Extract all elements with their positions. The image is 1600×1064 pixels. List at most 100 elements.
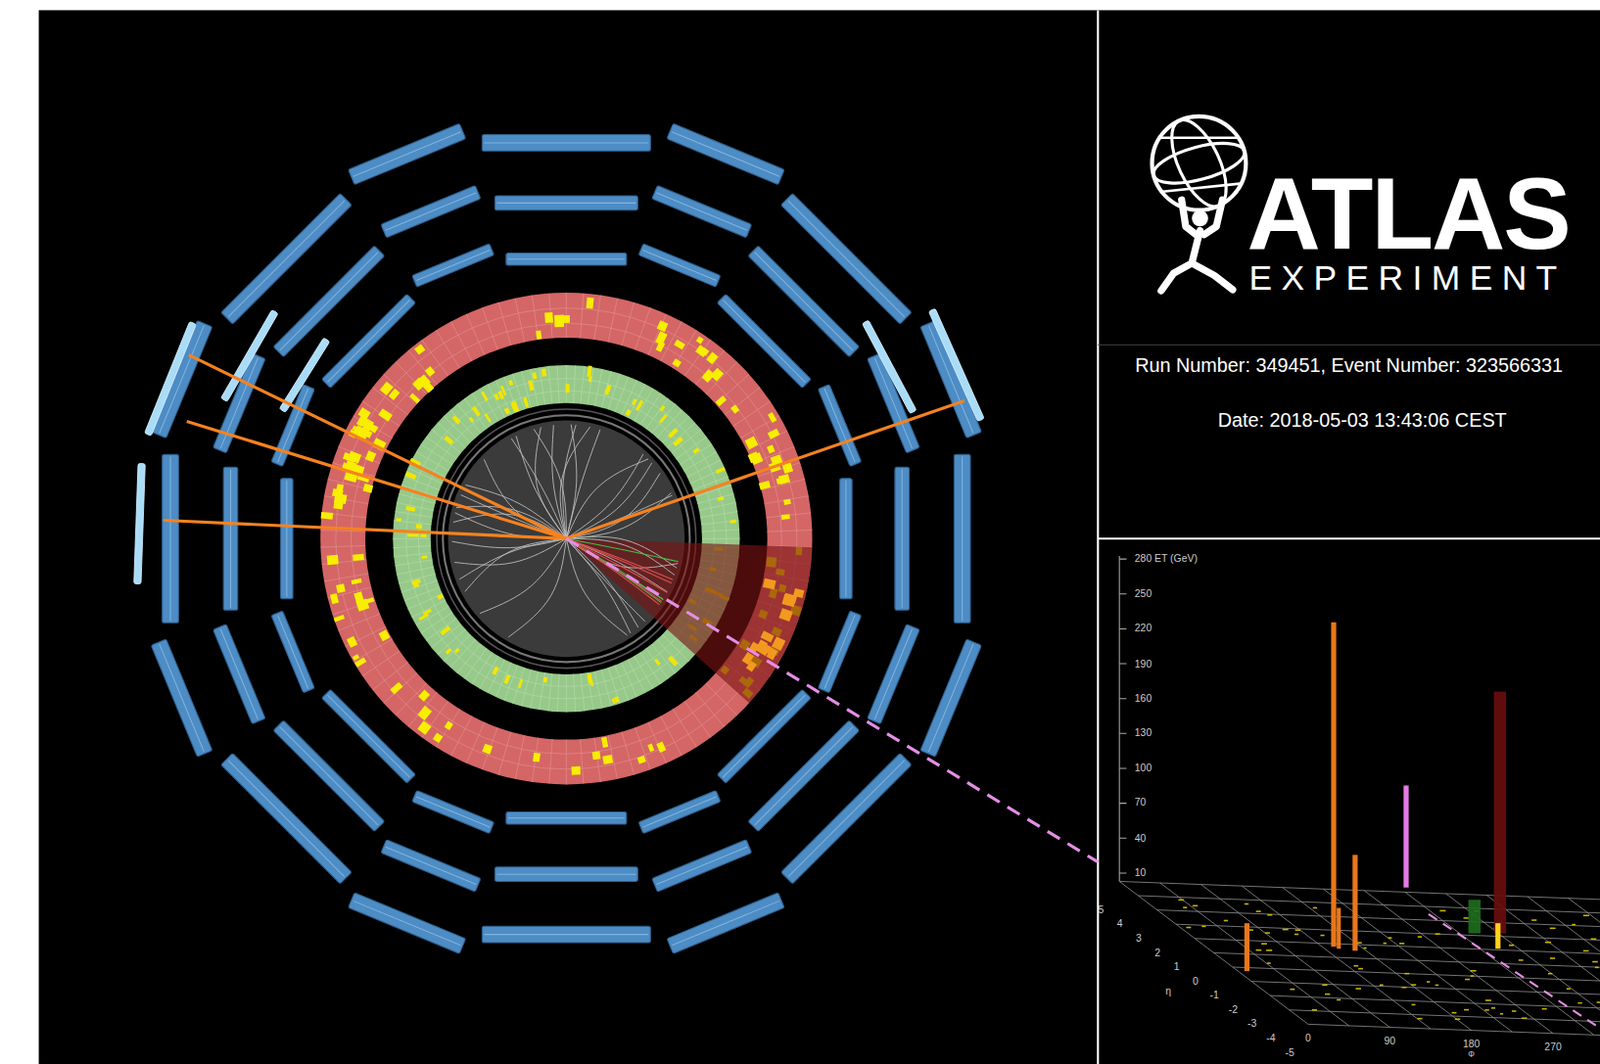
logo-figure xyxy=(1191,263,1233,290)
energy-cell xyxy=(631,398,638,406)
run-info: Run Number: 349451, Event Number: 323566… xyxy=(1134,355,1563,376)
floor-deposit xyxy=(1379,985,1384,988)
floor-deposit xyxy=(1282,929,1289,932)
energy-cell xyxy=(379,381,394,396)
muon-chamber-layer xyxy=(671,132,780,177)
energy-cell xyxy=(766,444,776,454)
muon-chamber-body xyxy=(412,243,495,287)
calorimeter-grid xyxy=(608,667,620,705)
energy-cell xyxy=(439,625,451,636)
muon-chamber xyxy=(223,467,238,611)
muon-chamber-body xyxy=(221,753,352,885)
energy-cell xyxy=(484,413,492,423)
energy-cell xyxy=(377,408,393,423)
floor-deposit xyxy=(1470,970,1477,973)
phi-tick-label: 270 xyxy=(1544,1042,1561,1053)
jet-line xyxy=(163,520,567,540)
calorimeter-grid xyxy=(608,298,618,343)
calorimeter-grid xyxy=(504,665,518,702)
floor-deposit xyxy=(1542,1008,1548,1011)
calorimeter-grid xyxy=(580,673,585,711)
calorimeter-grid xyxy=(684,339,711,377)
floor-deposit xyxy=(1591,938,1598,941)
calorimeter-grid xyxy=(515,735,525,780)
logo-figure xyxy=(1191,231,1200,264)
muon-chamber xyxy=(506,252,627,266)
calorimeter-grid xyxy=(580,366,585,404)
energy-cell xyxy=(417,705,432,721)
track xyxy=(516,435,566,539)
energy-cell xyxy=(592,751,602,760)
axis-tick-label: 10 xyxy=(1134,868,1147,879)
energy-cell xyxy=(444,720,454,731)
energy-cell xyxy=(586,673,593,685)
calorimeter-grid xyxy=(767,530,813,533)
track xyxy=(565,472,660,539)
calorimeter-grid xyxy=(594,738,601,783)
muon-chamber-layer xyxy=(754,727,853,826)
energy-cell xyxy=(471,406,481,418)
calorimeter-grid xyxy=(683,452,716,471)
energy-cell xyxy=(730,404,740,414)
calorimeter-grid xyxy=(601,371,612,408)
floor-deposit xyxy=(1267,962,1271,965)
muon-chamber-layer xyxy=(788,200,905,318)
lego-plot xyxy=(1119,556,1600,1044)
event-date: Date: 2018-05-03 13:43:06 CEST xyxy=(1218,410,1507,430)
muon-chamber-layer xyxy=(824,388,855,463)
calorimeter-grid xyxy=(464,648,487,679)
muon-chamber-body xyxy=(150,639,212,757)
muon-chamber xyxy=(666,893,785,954)
energy-cell xyxy=(586,297,595,310)
track xyxy=(459,538,566,579)
muon-chamber-layer xyxy=(228,200,345,318)
calorimeter-grid xyxy=(702,538,741,540)
floor-deposit xyxy=(1463,917,1469,920)
energy-cell xyxy=(783,593,798,605)
energy-cell xyxy=(327,555,339,566)
floor-grid xyxy=(1446,894,1600,1037)
muon-chamber-body xyxy=(817,611,861,694)
eta-tick-label: 3 xyxy=(1135,934,1142,944)
muon-chamber-body xyxy=(920,639,982,757)
energy-cell xyxy=(658,405,665,412)
energy-cell xyxy=(405,471,418,480)
floor-deposit xyxy=(1464,979,1470,982)
display-ground xyxy=(39,9,1600,1064)
floor-deposit xyxy=(1491,1007,1496,1010)
calorimeter-grid xyxy=(695,693,724,728)
muon-chamber-layer xyxy=(508,258,625,260)
floor-deposit xyxy=(1508,944,1514,947)
muon-chamber xyxy=(652,840,753,893)
track xyxy=(565,538,673,580)
muon-chamber xyxy=(412,790,495,834)
floor-deposit xyxy=(1336,999,1341,1002)
calorimeter-grid xyxy=(521,669,532,706)
axis-tick-label: 190 xyxy=(1134,658,1152,669)
energy-cell xyxy=(783,499,792,506)
calorimeter-grid xyxy=(479,388,499,422)
calorimeter-grid xyxy=(733,401,771,427)
eta-tick-label: -2 xyxy=(1228,1005,1238,1016)
floor-deposit xyxy=(1265,932,1271,935)
floor-deposit xyxy=(1411,1004,1416,1007)
energy-cell xyxy=(673,339,686,350)
energy-cell xyxy=(671,358,682,368)
energy-cell xyxy=(454,648,461,655)
energy-cell xyxy=(781,594,797,609)
energy-cell xyxy=(503,674,511,685)
logo-head xyxy=(1191,210,1209,228)
floor-grid xyxy=(1157,910,1600,931)
axis-tick xyxy=(1119,872,1127,874)
muon-chamber xyxy=(213,624,266,725)
calorimeter-grid xyxy=(587,672,594,710)
track xyxy=(565,538,671,584)
energy-cell xyxy=(672,436,684,447)
jet-cone xyxy=(565,538,812,704)
energy-cell xyxy=(745,436,759,451)
floor-deposit xyxy=(1411,984,1416,987)
energy-cell xyxy=(445,648,453,656)
axis-tick xyxy=(1119,838,1127,840)
calorimeter-grid xyxy=(549,739,553,785)
energy-cell xyxy=(554,315,565,329)
